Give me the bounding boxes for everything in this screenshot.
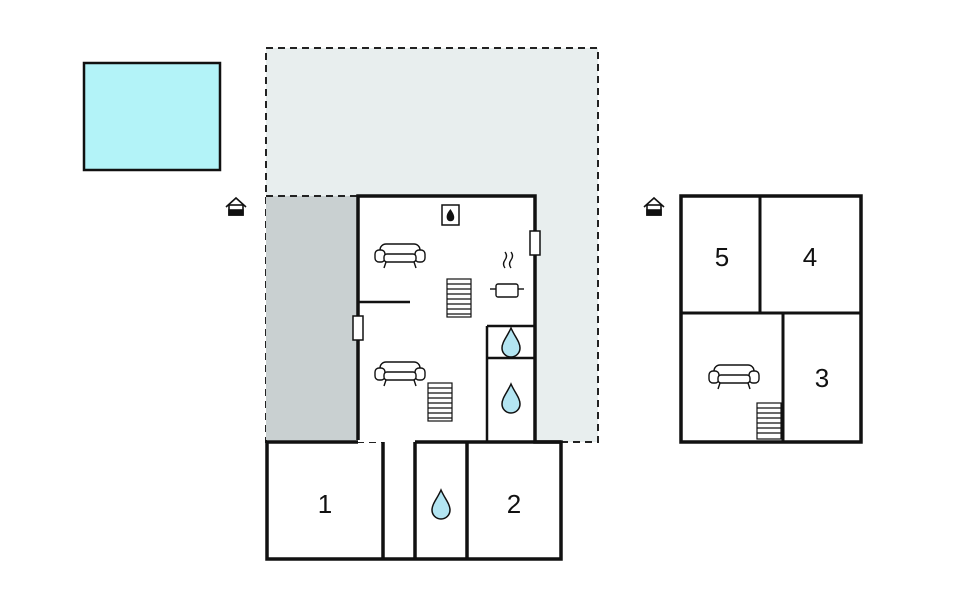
stairs-icon: [446, 278, 472, 318]
door-marker: [352, 315, 364, 341]
room-label-4: 4: [803, 242, 817, 272]
sofa-icon: [708, 364, 760, 390]
ground-floor-walls: [265, 194, 563, 561]
water-drop-icon: [501, 382, 521, 414]
house-icon: [643, 196, 665, 216]
fireplace-icon: [441, 204, 460, 226]
upper-floor-walls: [681, 196, 861, 442]
covered-terrace: [266, 196, 358, 440]
house-icon: [225, 196, 247, 216]
room-label-1: 1: [318, 489, 332, 519]
water-drop-icon: [431, 488, 451, 520]
room-label-3: 3: [815, 363, 829, 393]
upper-floor: [679, 194, 863, 444]
pool: [82, 61, 222, 172]
sofa-icon: [374, 361, 426, 387]
sofa-icon: [374, 243, 426, 269]
water-drop-icon: [501, 326, 521, 358]
room-label-2: 2: [507, 489, 521, 519]
door-marker: [529, 230, 541, 256]
stairs-icon: [427, 382, 453, 422]
cooking-pot-icon: [490, 251, 524, 298]
stairs-icon: [756, 402, 782, 440]
room-label-5: 5: [715, 242, 729, 272]
